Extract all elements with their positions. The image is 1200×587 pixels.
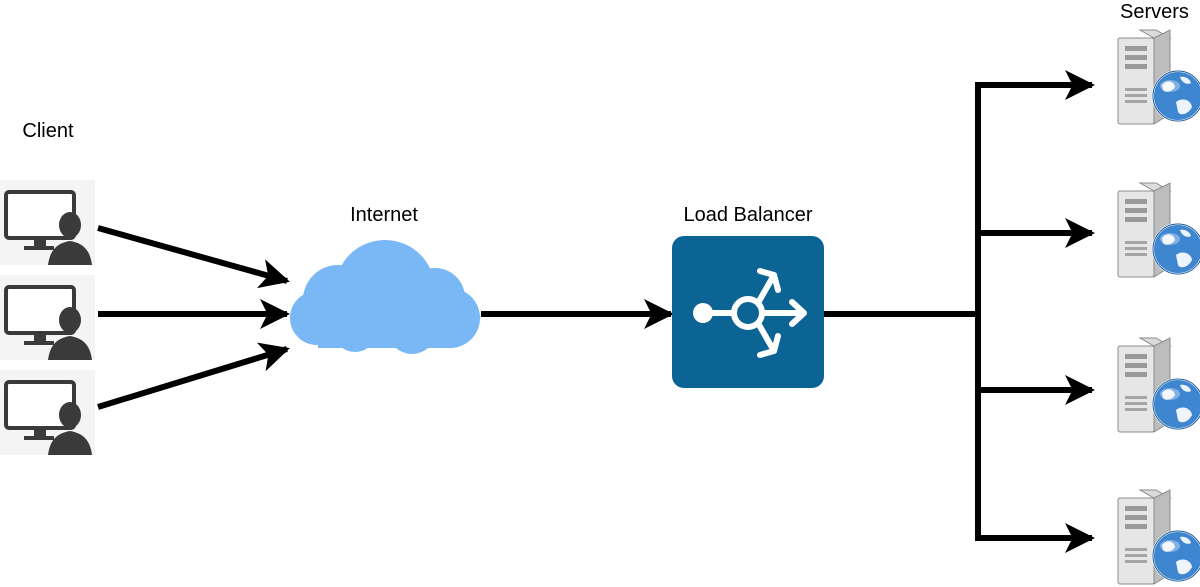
load-balancer-box [672, 236, 824, 388]
arrow-client1-to-internet [97, 225, 290, 289]
web-server-icon-4 [1117, 489, 1200, 585]
internet-label: Internet [350, 204, 418, 226]
load-balancer-icon [693, 268, 807, 358]
web-server-icon-3 [1117, 337, 1200, 433]
client-computer-icon-2 [0, 273, 97, 362]
cloud-icon [290, 240, 480, 354]
servers-label: Servers [1120, 1, 1189, 23]
client-computer-icon-3 [0, 368, 97, 457]
client-computer-icon-1 [0, 178, 97, 267]
web-server-icon-2 [1117, 182, 1200, 278]
client-label: Client [22, 120, 74, 142]
web-server-icon-1 [1117, 29, 1200, 125]
arrow-client3-to-internet [97, 342, 290, 410]
load-balancer-label: Load Balancer [684, 204, 813, 226]
